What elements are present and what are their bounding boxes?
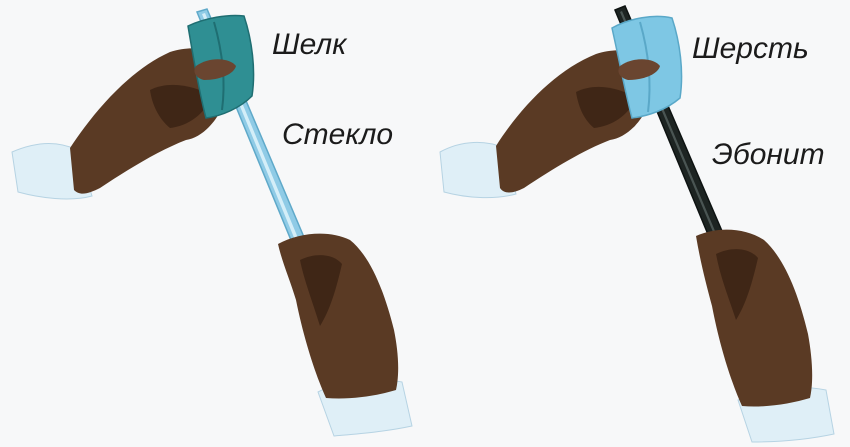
ebonite-wool-group	[440, 6, 834, 442]
left-bottom-hand	[278, 234, 398, 399]
ebonite-label: Эбонит	[712, 140, 825, 170]
silk-label: Шелк	[272, 30, 346, 60]
glass-silk-group	[12, 9, 412, 436]
glass-label: Стекло	[282, 120, 393, 150]
wool-label: Шерсть	[692, 34, 809, 64]
